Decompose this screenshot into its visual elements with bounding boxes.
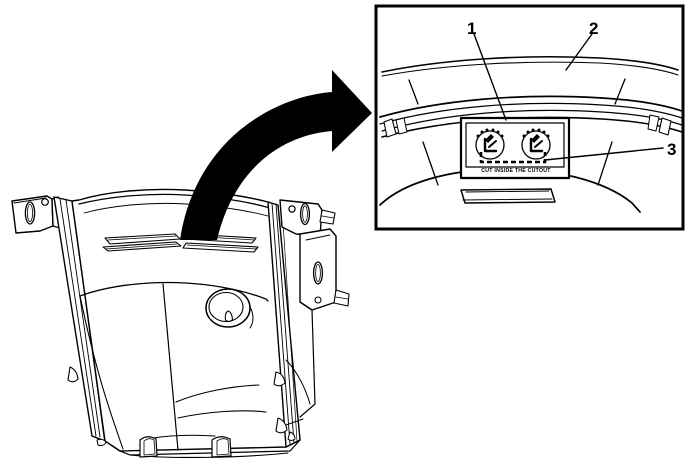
child-seat-anchor-icon — [475, 128, 505, 160]
child-seat-anchor-label — [459, 116, 571, 180]
right-lower-skirt — [275, 301, 316, 441]
lower-trim-slot — [460, 188, 556, 204]
callout-number-2: 2 — [589, 19, 599, 38]
panel-upper-contour — [78, 193, 271, 217]
center-pocket — [79, 281, 269, 451]
right-mounting-bracket-upper — [279, 199, 336, 237]
bottom-retaining-tabs — [96, 434, 301, 459]
leader-line-3 — [544, 147, 664, 161]
leader-line-1 — [473, 33, 507, 121]
right-mounting-bracket-lower — [299, 228, 350, 311]
cross-rail — [379, 95, 683, 138]
circular-opening — [205, 288, 254, 329]
vent-slot-left — [102, 233, 182, 252]
leader-line-2 — [565, 33, 593, 71]
callout-number-1: 1 — [467, 19, 477, 38]
cut-inside-cutout-text: CUT INSIDE THE CUTOUT — [481, 168, 551, 174]
child-seat-anchor-icon — [521, 128, 551, 160]
cutout-dashed-outline — [479, 152, 547, 164]
callout-leader-lines — [473, 33, 664, 161]
callout-number-3: 3 — [667, 140, 677, 159]
upper-trim-panel — [381, 55, 679, 77]
